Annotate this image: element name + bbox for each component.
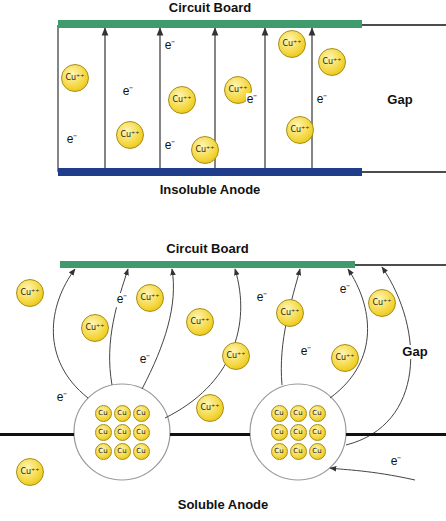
copper-ion: Cu⁺⁺ bbox=[168, 86, 196, 114]
copper-ion: Cu bbox=[114, 405, 131, 422]
copper-ion: Cu bbox=[133, 424, 150, 441]
gap-label: Gap bbox=[386, 93, 413, 107]
ion-label: Cu bbox=[274, 410, 283, 417]
ion-label: Cu⁺⁺ bbox=[226, 352, 245, 360]
copper-ion: Cu bbox=[309, 443, 326, 460]
electron-path bbox=[311, 28, 312, 168]
copper-ion: Cu bbox=[95, 443, 112, 460]
electrode-bar: Insoluble Anode bbox=[58, 168, 362, 176]
electrode-label: Circuit Board bbox=[20, 241, 395, 256]
copper-ion: Cu bbox=[133, 405, 150, 422]
ion-label: Cu⁺⁺ bbox=[172, 96, 191, 104]
ion-label: Cu⁺⁺ bbox=[65, 74, 84, 82]
frame-line bbox=[355, 264, 446, 266]
copper-ion: Cu bbox=[271, 424, 288, 441]
ion-label: Cu⁺⁺ bbox=[195, 146, 214, 154]
electron-path bbox=[104, 28, 105, 168]
copper-ion: Cu⁺⁺ bbox=[318, 48, 346, 76]
ion-label: Cu bbox=[98, 448, 107, 455]
ion-label: Cu bbox=[117, 448, 126, 455]
ion-label: Cu bbox=[293, 448, 302, 455]
gap-label: Gap bbox=[401, 345, 428, 359]
frame-line bbox=[57, 25, 58, 172]
ion-label: Cu bbox=[98, 410, 107, 417]
copper-ion: Cu bbox=[271, 443, 288, 460]
anode-grain bbox=[250, 384, 346, 480]
ion-label: Cu⁺⁺ bbox=[85, 324, 104, 332]
ion-label: Cu⁺⁺ bbox=[282, 40, 301, 48]
ion-label: Cu⁺⁺ bbox=[140, 294, 159, 302]
ion-label: Cu bbox=[312, 448, 321, 455]
ion-label: Cu⁺⁺ bbox=[20, 289, 39, 297]
copper-ion: Cu⁺⁺ bbox=[81, 314, 109, 342]
copper-ion: Cu⁺⁺ bbox=[331, 344, 359, 372]
electron-label: e⁻ bbox=[246, 93, 259, 106]
frame-line bbox=[362, 24, 446, 26]
electron-label: e⁻ bbox=[56, 391, 69, 404]
ion-label: Cu bbox=[312, 410, 321, 417]
ion-label: Cu bbox=[293, 410, 302, 417]
ion-label: Cu bbox=[136, 448, 145, 455]
electron-label: e⁻ bbox=[139, 353, 152, 366]
copper-ion: Cu⁺⁺ bbox=[222, 342, 250, 370]
electrode-label: Soluble Anode bbox=[0, 497, 446, 512]
ion-label: Cu⁺⁺ bbox=[290, 126, 309, 134]
copper-ion: Cu⁺⁺ bbox=[136, 284, 164, 312]
copper-ion: Cu bbox=[309, 424, 326, 441]
ion-label: Cu bbox=[117, 410, 126, 417]
electron-path bbox=[159, 28, 160, 168]
ion-label: Cu⁺⁺ bbox=[280, 309, 299, 317]
electron-label: e⁻ bbox=[339, 283, 352, 296]
electron-label: e⁻ bbox=[164, 39, 177, 52]
electrode-label: Circuit Board bbox=[18, 0, 402, 15]
copper-ion: Cu bbox=[114, 443, 131, 460]
electron-label: e⁻ bbox=[122, 85, 135, 98]
electron-label: e⁻ bbox=[164, 139, 177, 152]
ion-label: Cu⁺⁺ bbox=[190, 318, 209, 326]
copper-ion: Cu⁺⁺ bbox=[191, 136, 219, 164]
electrode-bar: Soluble Anode bbox=[0, 433, 446, 436]
ion-label: Cu bbox=[136, 410, 145, 417]
copper-ion: Cu⁺⁺ bbox=[368, 289, 396, 317]
ion-label: Cu⁺⁺ bbox=[335, 354, 354, 362]
electron-label: e⁻ bbox=[116, 293, 129, 306]
ion-label: Cu⁺⁺ bbox=[372, 299, 391, 307]
copper-ion: Cu bbox=[133, 443, 150, 460]
electron-label: e⁻ bbox=[66, 133, 79, 146]
copper-ion: Cu⁺⁺ bbox=[276, 299, 304, 327]
copper-ion: Cu bbox=[309, 405, 326, 422]
copper-ion: Cu⁺⁺ bbox=[16, 458, 44, 486]
electron-label: e⁻ bbox=[256, 291, 269, 304]
copper-ion: Cu⁺⁺ bbox=[196, 394, 224, 422]
copper-ion: Cu⁺⁺ bbox=[116, 121, 144, 149]
current-paths bbox=[53, 267, 415, 480]
ion-label: Cu⁺⁺ bbox=[20, 468, 39, 476]
copper-ion: Cu⁺⁺ bbox=[286, 116, 314, 144]
copper-ion: Cu⁺⁺ bbox=[278, 30, 306, 58]
copper-ion: Cu⁺⁺ bbox=[186, 308, 214, 336]
ion-label: Cu⁺⁺ bbox=[200, 404, 219, 412]
copper-ion: Cu bbox=[95, 405, 112, 422]
copper-ion: Cu bbox=[290, 443, 307, 460]
copper-ion: Cu bbox=[271, 405, 288, 422]
electrode-bar: Circuit Board bbox=[60, 261, 355, 268]
electron-label: e⁻ bbox=[300, 345, 313, 358]
electron-label: e⁻ bbox=[316, 93, 329, 106]
electrode-bar: Circuit Board bbox=[58, 20, 362, 28]
anode-grain bbox=[74, 384, 170, 480]
electrode-label: Insoluble Anode bbox=[18, 182, 402, 197]
copper-ion: Cu⁺⁺ bbox=[16, 279, 44, 307]
copper-ion: Cu bbox=[290, 424, 307, 441]
electron-label: e⁻ bbox=[390, 455, 403, 468]
copper-ion: Cu bbox=[114, 424, 131, 441]
ion-label: Cu⁺⁺ bbox=[120, 131, 139, 139]
copper-ion: Cu bbox=[290, 405, 307, 422]
copper-ion: Cu bbox=[95, 424, 112, 441]
ion-label: Cu bbox=[274, 448, 283, 455]
ion-label: Cu⁺⁺ bbox=[322, 58, 341, 66]
copper-ion: Cu⁺⁺ bbox=[61, 64, 89, 92]
frame-line bbox=[362, 171, 446, 173]
electron-path bbox=[264, 28, 265, 168]
